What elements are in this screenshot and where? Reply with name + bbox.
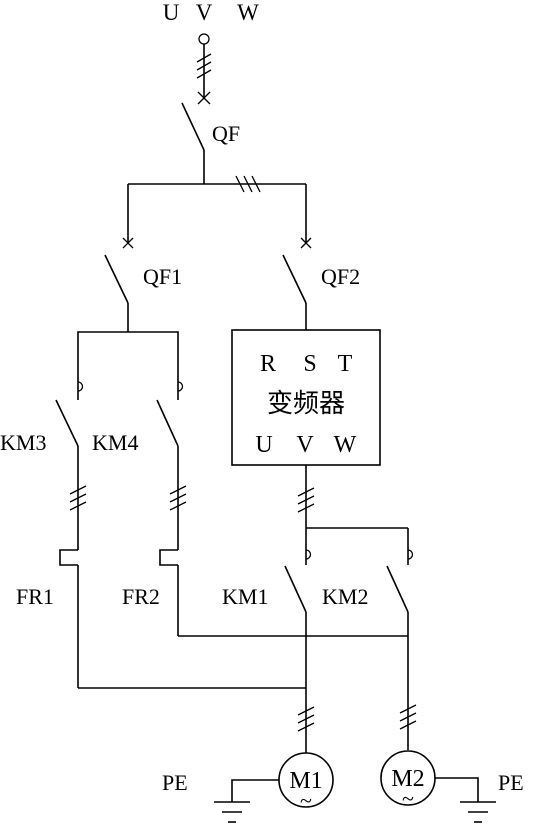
qf2-label: QF2: [321, 264, 360, 289]
main-breaker-qf: [181, 91, 211, 184]
thermal-relay-fr2: [159, 549, 179, 636]
inverter-output-u: U: [255, 432, 272, 458]
inverter-input-r: R: [260, 351, 276, 377]
motor-m1: M1 ~: [278, 725, 334, 813]
motor-m2: M2 ~: [380, 750, 436, 811]
contact-blade: [386, 565, 409, 613]
three-phase-mark-km3: [69, 485, 87, 511]
inverter-name: 变频器: [267, 389, 345, 418]
three-phase-mark-bus: [235, 175, 261, 193]
breaker-qf2: [282, 237, 312, 330]
m2-ac-symbol: ~: [402, 786, 414, 811]
contactor-km3: [55, 381, 84, 550]
inverter-input-s: S: [303, 351, 316, 377]
thermal-relay-symbol: [159, 549, 178, 566]
inverter-input-t: T: [338, 351, 353, 377]
supply-v-label: V: [196, 0, 213, 25]
breaker-blade: [181, 102, 205, 151]
breaker-blade: [282, 254, 307, 304]
supply-u-label: U: [163, 0, 180, 25]
m2-label: M2: [391, 766, 424, 792]
pe-left-label: PE: [162, 770, 188, 795]
contact-blade: [284, 565, 307, 613]
inverter-output-w: W: [334, 432, 357, 458]
qf1-label: QF1: [143, 264, 182, 289]
km4-label: KM4: [92, 430, 138, 455]
contact-blade: [55, 399, 79, 447]
km1-label: KM1: [222, 584, 268, 609]
contactor-km4: [156, 381, 184, 550]
three-phase-mark-inverter-out: [297, 487, 315, 513]
km3-label: KM3: [0, 430, 46, 455]
breaker-qf1: [104, 237, 134, 332]
three-phase-mark-m2: [399, 704, 417, 730]
contact-arc-icon: [407, 549, 414, 560]
contact-arc-icon: [177, 381, 184, 392]
contactor-km2: [386, 549, 414, 750]
ground-left: [214, 779, 279, 823]
supply-w-label: W: [237, 0, 259, 25]
thermal-relay-symbol: [59, 549, 78, 566]
three-phase-mark-km4: [169, 485, 187, 511]
supply-labels: U V W: [163, 0, 259, 25]
km2-label: KM2: [322, 584, 368, 609]
pe-right-label: PE: [498, 770, 524, 795]
m1-ac-symbol: ~: [300, 788, 312, 813]
ground-right: [435, 777, 496, 823]
inverter-output-v: V: [296, 432, 314, 458]
contact-arc-icon: [77, 381, 84, 392]
fr2-label: FR2: [122, 584, 160, 609]
three-phase-mark-supply: [196, 53, 212, 79]
qf-label: QF: [212, 121, 240, 146]
breaker-blade: [104, 254, 129, 304]
bypass-bus: [77, 331, 179, 400]
contact-arc-icon: [305, 549, 312, 560]
thermal-relay-fr1: [59, 549, 79, 688]
contactor-km1: [284, 549, 312, 725]
contact-blade: [156, 399, 179, 447]
supply-terminal: [198, 33, 210, 45]
fr1-label: FR1: [16, 584, 54, 609]
m1-label: M1: [289, 768, 322, 794]
